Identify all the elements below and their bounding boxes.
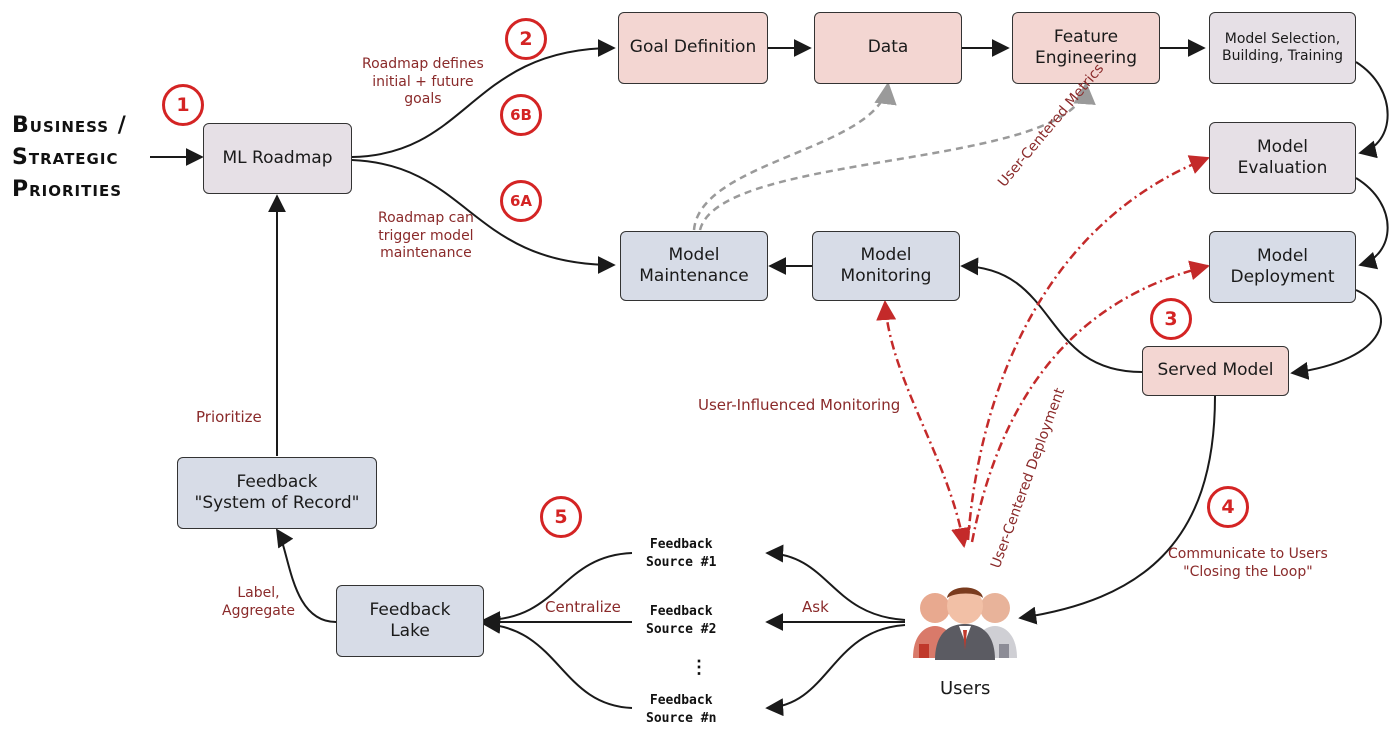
- step-6b-marker: 6B: [500, 94, 542, 136]
- model-deployment-box: Model Deployment: [1209, 231, 1356, 303]
- red-monitoring-line: [876, 300, 971, 548]
- ml-roadmap-box: ML Roadmap: [203, 123, 352, 194]
- model-maintenance-box: Model Maintenance: [620, 231, 768, 301]
- step-6a-marker: 6A: [500, 180, 542, 222]
- arrow-served-monitoring: [960, 257, 1143, 373]
- label-aggregate-label: Label, Aggregate: [222, 585, 295, 619]
- feedback-source-1: Feedback Source #1: [646, 537, 717, 570]
- business-priorities-label: Business / Strategic Priorities: [12, 113, 127, 202]
- communicate-label: Communicate to Users "Closing the Loop": [1168, 546, 1328, 580]
- step-1-marker: 1: [162, 84, 204, 126]
- feature-engineering-box: Feature Engineering: [1012, 12, 1160, 84]
- roadmap-trigger-label: Roadmap can trigger model maintenance: [378, 210, 474, 261]
- roadmap-defines-label: Roadmap defines initial + future goals: [362, 56, 484, 107]
- arrow-sourcen-lake: [482, 615, 633, 709]
- feedback-source-n: Feedback Source #n: [646, 693, 717, 726]
- dashed-maintenance-data: [692, 81, 897, 231]
- user-influenced-monitoring-label: User-Influenced Monitoring: [698, 396, 901, 414]
- prioritize-label: Prioritize: [196, 408, 262, 426]
- red-deployment-line: [970, 260, 1210, 543]
- step-2-marker: 2: [505, 18, 547, 60]
- centralize-label: Centralize: [545, 598, 621, 616]
- arrow-roadmap-goal: [351, 39, 616, 158]
- feedback-system-of-record-box: Feedback "System of Record": [177, 457, 377, 529]
- users-group-icon: [913, 587, 1017, 660]
- arrow-deployment-served: [1290, 289, 1382, 380]
- step-3-marker: 3: [1150, 298, 1192, 340]
- dashed-maintenance-feature: [698, 81, 1096, 231]
- step-4-marker: 4: [1207, 486, 1249, 528]
- arrow-users-source1: [765, 544, 906, 621]
- arrow-served-users: [1018, 395, 1216, 625]
- arrow-lake-sor: [276, 528, 337, 623]
- arrow-roadmap-maintenance: [351, 159, 616, 274]
- arrow-selection-evaluation: [1355, 61, 1389, 159]
- served-model-box: Served Model: [1142, 346, 1289, 396]
- model-evaluation-box: Model Evaluation: [1209, 122, 1356, 194]
- arrow-source1-lake: [482, 552, 633, 629]
- ask-label: Ask: [802, 598, 829, 616]
- arrow-users-sourcen: [765, 624, 906, 717]
- feedback-lake-box: Feedback Lake: [336, 585, 484, 657]
- goal-definition-box: Goal Definition: [618, 12, 768, 84]
- users-label: Users: [940, 678, 991, 699]
- feedback-source-2: Feedback Source #2: [646, 604, 717, 637]
- model-selection-box: Model Selection, Building, Training: [1209, 12, 1356, 84]
- model-monitoring-box: Model Monitoring: [812, 231, 960, 301]
- data-box: Data: [814, 12, 962, 84]
- step-5-marker: 5: [540, 496, 582, 538]
- sources-ellipsis: ⋮: [690, 657, 708, 678]
- arrow-evaluation-deployment: [1355, 177, 1389, 270]
